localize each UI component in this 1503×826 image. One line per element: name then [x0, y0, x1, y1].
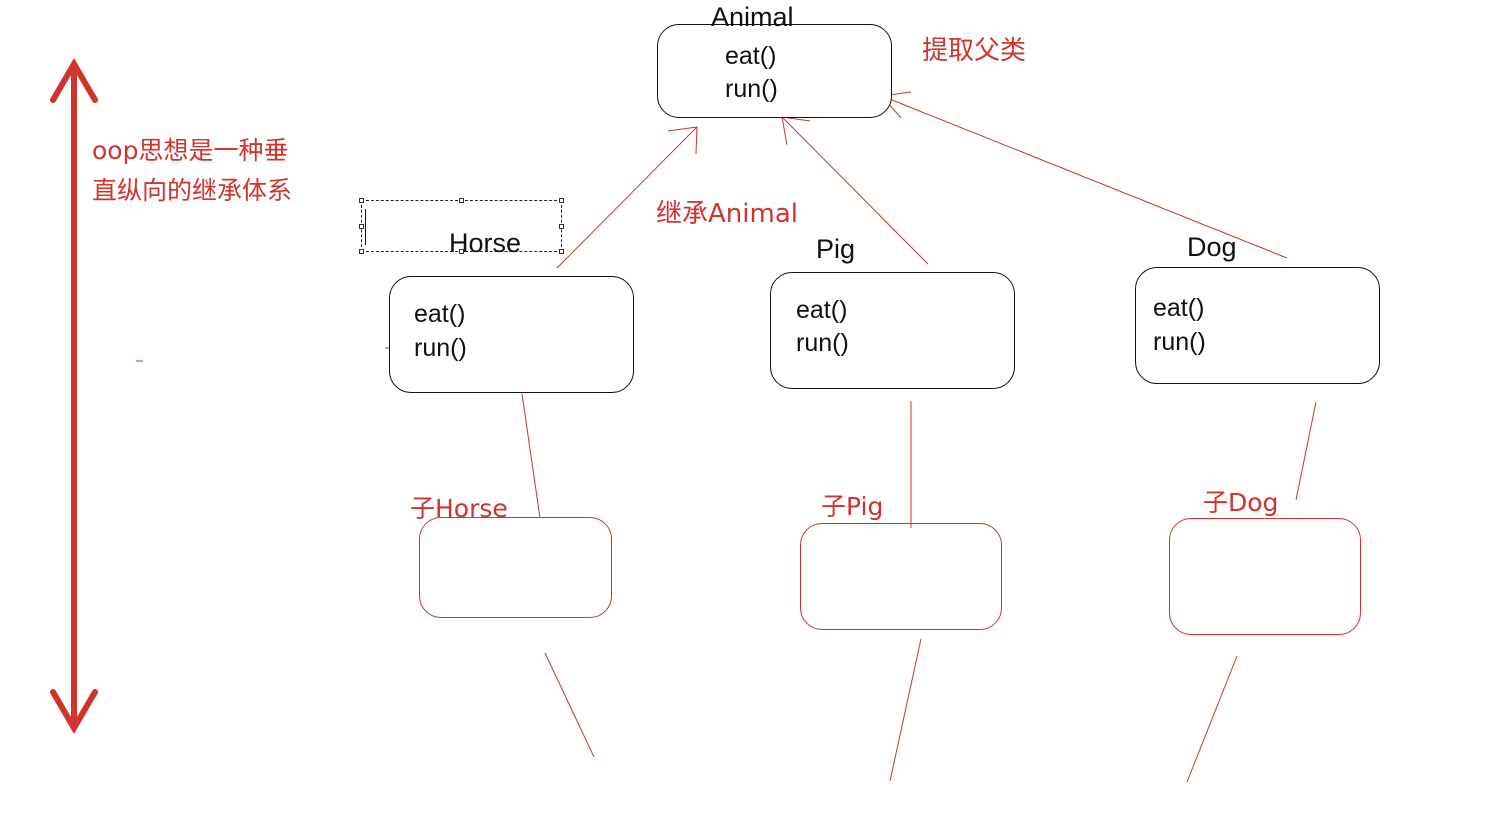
pig-method-run: run() — [796, 329, 849, 357]
horse-to-animal-arrow — [556, 126, 698, 269]
subhorse-class-title: 子Horse — [410, 494, 508, 523]
horse-arrowhead — [667, 126, 698, 155]
vertical-double-arrow — [50, 58, 98, 734]
subdog-class-title: 子Dog — [1203, 488, 1279, 517]
subhorse-class-box — [419, 517, 612, 618]
dog-to-animal-arrow — [881, 95, 1288, 259]
pig-method-eat: eat() — [796, 296, 848, 324]
dog-class-box — [1135, 267, 1380, 384]
subpig-continuation-line — [889, 638, 922, 782]
horse-class-box — [389, 276, 634, 393]
selection-handle[interactable] — [459, 198, 464, 203]
pig-to-animal-arrow — [781, 116, 929, 265]
selection-handle[interactable] — [459, 249, 464, 254]
horse-class-title: Horse — [449, 228, 522, 258]
subdog-continuation-line — [1186, 655, 1238, 783]
dog-class-title: Dog — [1187, 232, 1237, 262]
pig-class-box — [770, 272, 1015, 389]
subpig-class-title: 子Pig — [821, 492, 884, 521]
animal-class-box — [657, 24, 892, 118]
subpig-class-box — [800, 523, 1002, 630]
subdog-class-box — [1169, 518, 1361, 635]
horse-method-eat: eat() — [414, 300, 466, 328]
animal-method-eat: eat() — [725, 42, 777, 70]
horse-to-subhorse-line — [521, 393, 541, 519]
selection-handle[interactable] — [359, 198, 364, 203]
animal-class-title: Animal — [711, 2, 794, 32]
dog-method-run: run() — [1153, 328, 1206, 356]
selection-handle[interactable] — [359, 224, 364, 229]
pig-class-title: Pig — [816, 234, 856, 264]
dog-to-subdog-line — [1295, 401, 1317, 501]
text-cursor — [365, 209, 366, 245]
inherit-animal-note: 继承Animal — [656, 199, 798, 229]
horse-method-run: run() — [414, 334, 467, 362]
selection-handle[interactable] — [559, 249, 564, 254]
selection-handle[interactable] — [359, 249, 364, 254]
subhorse-continuation-line — [544, 652, 595, 758]
selection-handle[interactable] — [559, 198, 564, 203]
animal-method-run: run() — [725, 75, 778, 103]
selection-handle[interactable] — [559, 224, 564, 229]
dog-method-eat: eat() — [1153, 294, 1205, 322]
side-note: oop思想是一种垂直纵向的继承体系 — [92, 136, 293, 205]
extract-parent-note: 提取父类 — [922, 36, 1027, 66]
horse-title-selection[interactable] — [359, 198, 564, 254]
